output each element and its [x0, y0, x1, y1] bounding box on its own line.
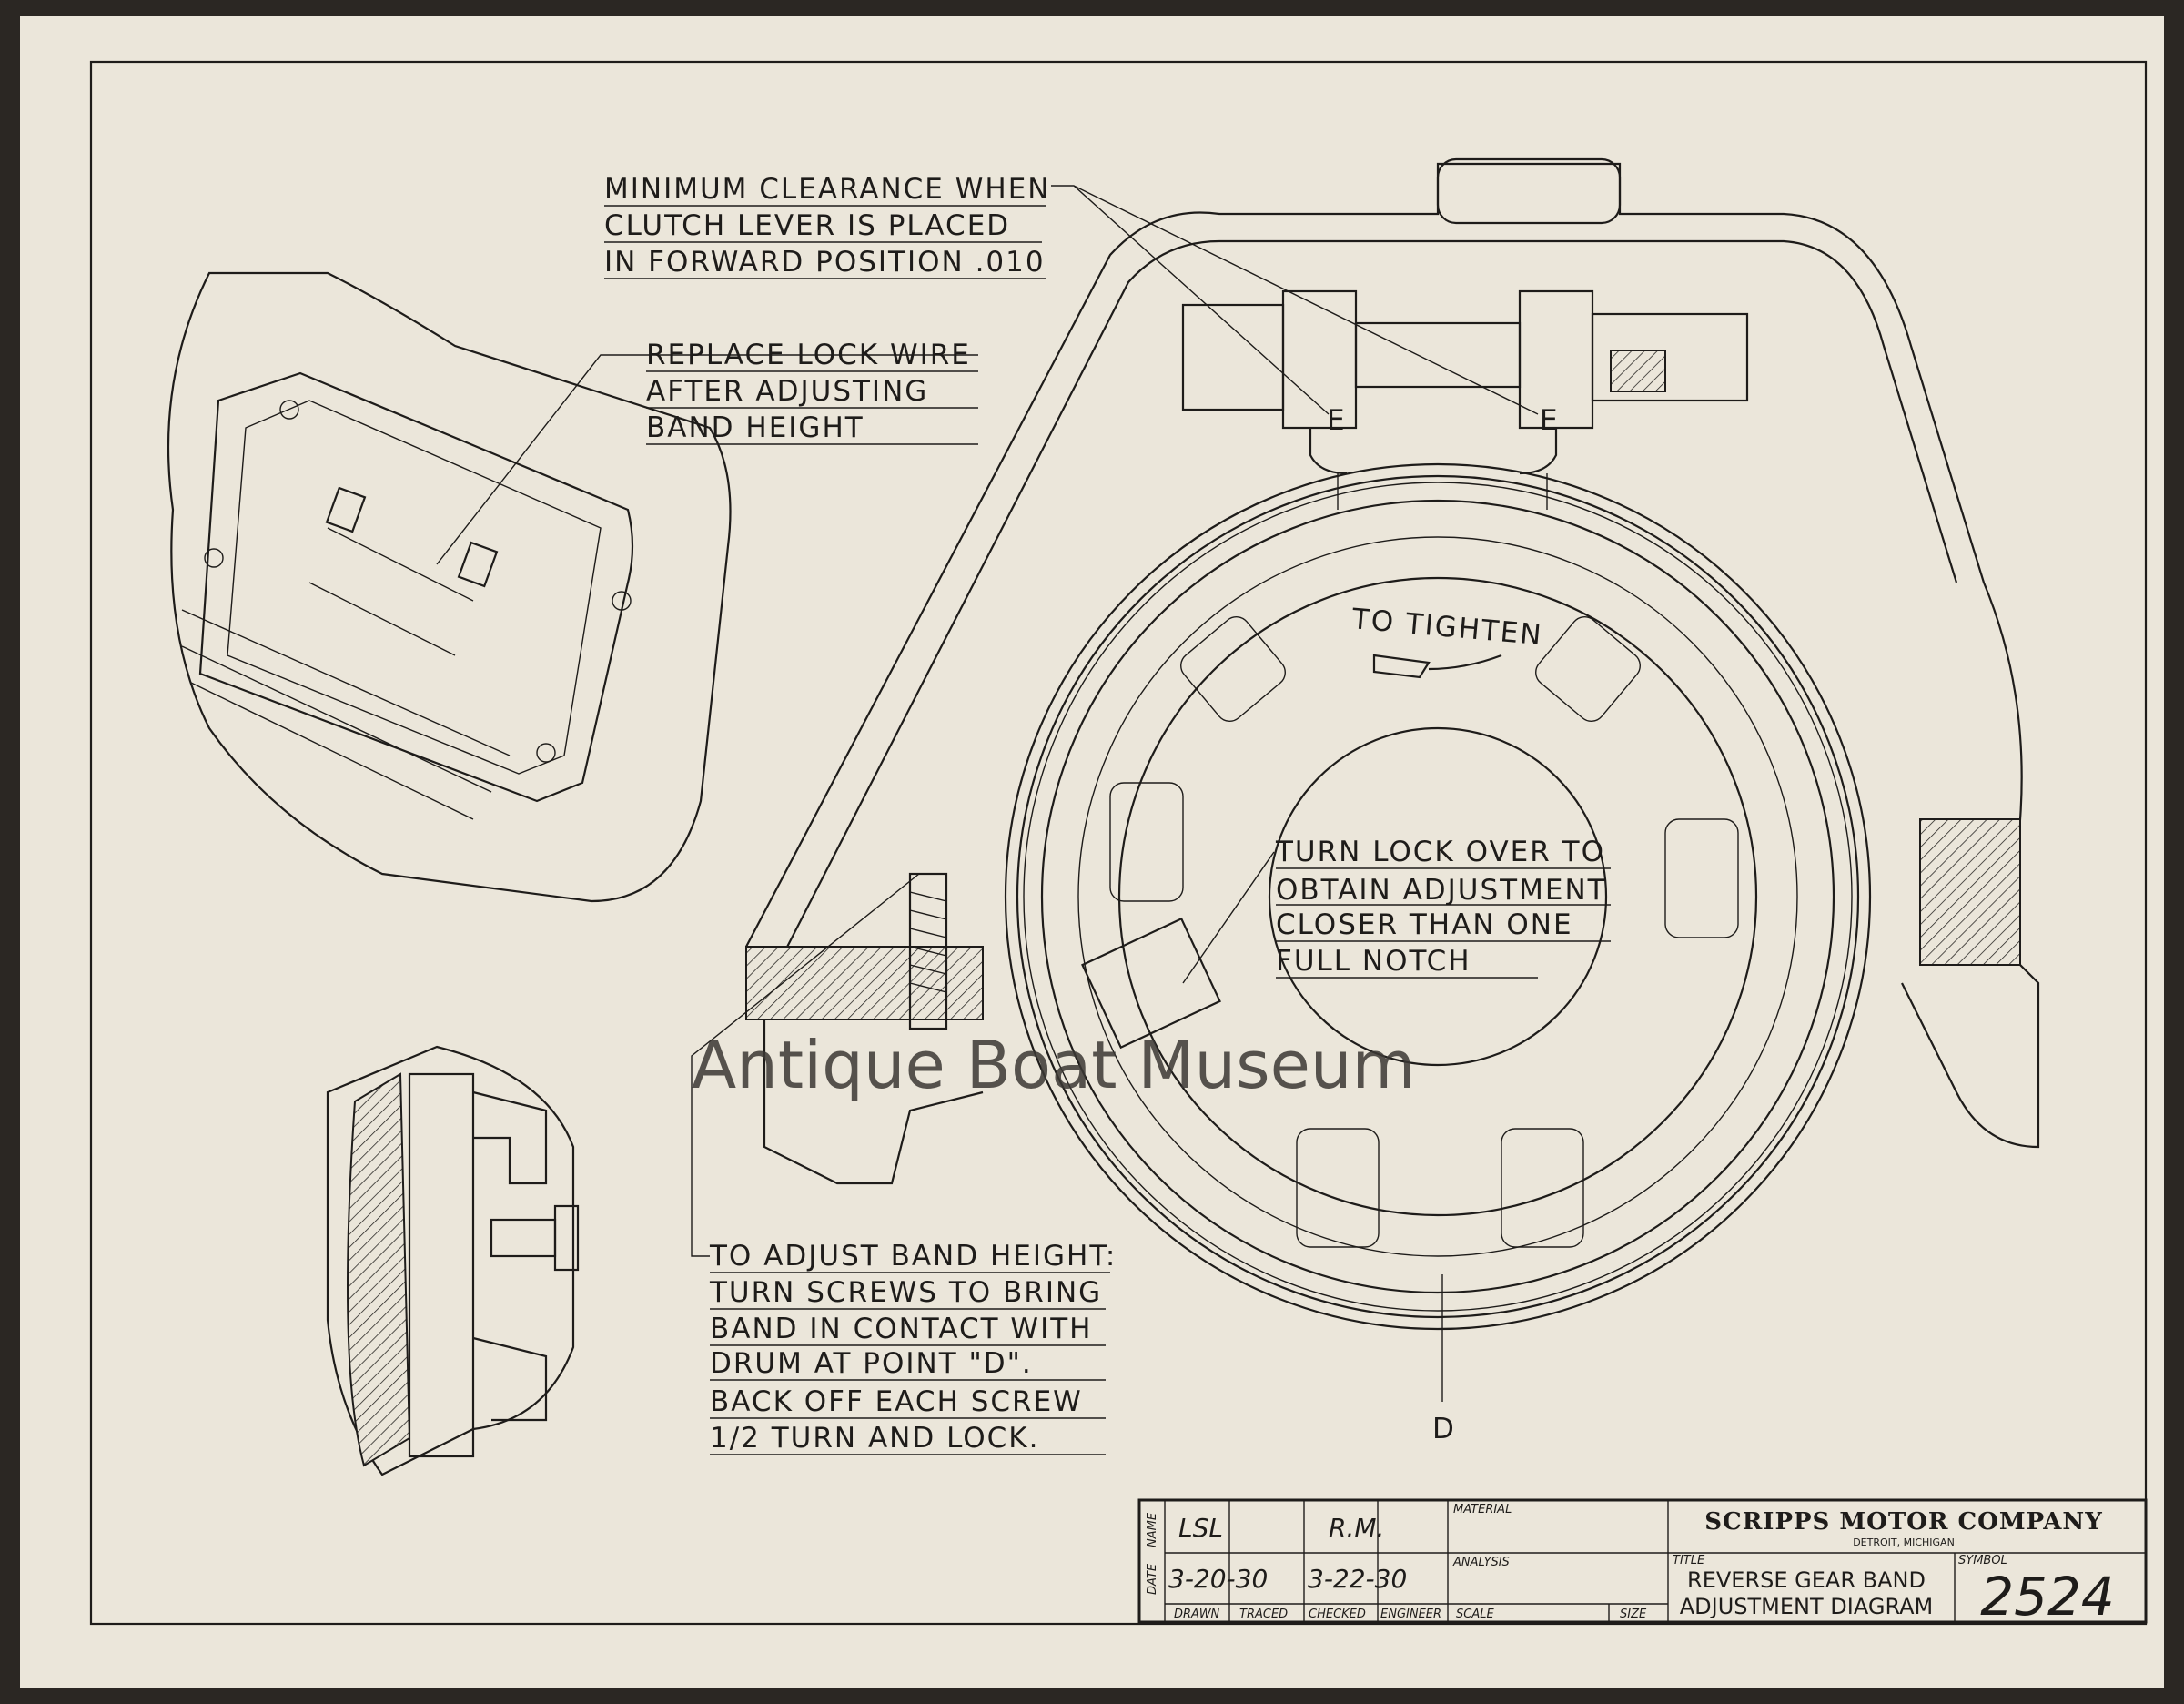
- drawn-date: 3-20-30: [1168, 1564, 1268, 1594]
- note-line: DRUM AT POINT "D".: [710, 1347, 1033, 1380]
- leader-lines: [436, 185, 1548, 1402]
- note-line: BAND HEIGHT: [646, 411, 864, 444]
- note-line: REPLACE LOCK WIRE: [646, 339, 971, 371]
- note-line: CLOSER THAN ONE: [1276, 908, 1573, 941]
- checked-name: R.M.: [1329, 1513, 1384, 1543]
- watermark: Antique Boat Museum: [692, 1027, 1416, 1103]
- drawing-symbol-number: 2524: [1980, 1566, 2115, 1628]
- note-line: TO ADJUST BAND HEIGHT:: [709, 1240, 1117, 1273]
- column-label-size: SIZE: [1620, 1608, 1647, 1621]
- note-line: TURN LOCK OVER TO: [1275, 836, 1605, 868]
- drawing-title-line-1: REVERSE GEAR BAND: [1687, 1567, 1926, 1593]
- note-minimum-clearance: MINIMUM CLEARANCE WHEN CLUTCH LEVER IS P…: [604, 173, 1050, 279]
- column-label-drawn: DRAWN: [1174, 1608, 1220, 1621]
- symbol-label: SYMBOL: [1958, 1554, 2007, 1567]
- note-line: TURN SCREWS TO BRING: [709, 1276, 1102, 1309]
- note-line: IN FORWARD POSITION .010: [604, 246, 1046, 279]
- gear-drum: [1004, 462, 1872, 1331]
- note-line: AFTER ADJUSTING: [646, 375, 928, 408]
- note-line: BAND IN CONTACT WITH: [710, 1313, 1092, 1345]
- title-label: TITLE: [1673, 1554, 1705, 1567]
- drawn-name: LSL: [1178, 1513, 1223, 1543]
- title-block: NAME DATE LSL 3-20-30 R.M. 3-22-30 DRAWN…: [1138, 1498, 2148, 1628]
- note-line: OBTAIN ADJUSTMENT: [1276, 874, 1607, 907]
- column-label-engineer: ENGINEER: [1380, 1608, 1441, 1621]
- drawing-title-line-2: ADJUSTMENT DIAGRAM: [1680, 1594, 1934, 1619]
- note-line: CLUTCH LEVER IS PLACED: [604, 209, 1010, 242]
- lock-wire-detail-view: [167, 271, 732, 903]
- drawing-border: [89, 60, 2148, 1626]
- checked-date: 3-22-30: [1308, 1564, 1407, 1594]
- name-row-label: NAME: [1146, 1512, 1159, 1547]
- note-line: FULL NOTCH: [1276, 945, 1471, 978]
- company-name: SCRIPPS MOTOR COMPANY: [1704, 1508, 2103, 1536]
- column-label-checked: CHECKED: [1309, 1608, 1366, 1621]
- point-e-right-label: E: [1540, 404, 1560, 437]
- note-replace-lock-wire: REPLACE LOCK WIRE AFTER ADJUSTING BAND H…: [646, 339, 978, 445]
- analysis-label: ANALYSIS: [1452, 1556, 1510, 1569]
- material-label: MATERIAL: [1453, 1503, 1512, 1516]
- note-line: 1/2 TURN AND LOCK.: [710, 1422, 1039, 1455]
- gear-housing: [745, 157, 2040, 1185]
- point-d-label: D: [1432, 1413, 1456, 1445]
- note-adjust-band-height: TO ADJUST BAND HEIGHT: TURN SCREWS TO BR…: [709, 1240, 1117, 1456]
- point-e-left-label: E: [1327, 404, 1347, 437]
- band-section-detail-view: [326, 1045, 580, 1476]
- date-row-label: DATE: [1146, 1563, 1159, 1595]
- note-line: MINIMUM CLEARANCE WHEN: [604, 173, 1050, 206]
- note-line: BACK OFF EACH SCREW: [710, 1385, 1083, 1418]
- note-turn-lock: TURN LOCK OVER TO OBTAIN ADJUSTMENT CLOS…: [1275, 836, 1611, 979]
- company-location: DETROIT, MICHIGAN: [1853, 1537, 1955, 1548]
- column-label-traced: TRACED: [1239, 1608, 1288, 1621]
- column-label-scale: SCALE: [1456, 1608, 1494, 1621]
